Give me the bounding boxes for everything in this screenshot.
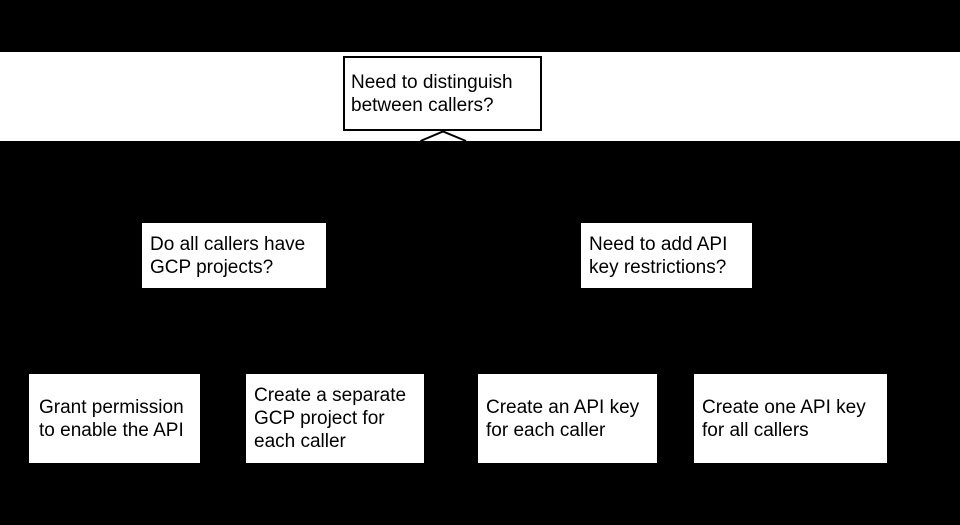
root-question-label: Need to distinguish between callers? xyxy=(351,71,513,116)
flowchart-node-outcome-grant-permission: Grant permission to enable the API xyxy=(29,374,200,463)
outcome-one-api-key-all-callers-label: Create one API key for all callers xyxy=(702,396,866,441)
flowchart-node-branch-gcp-projects: Do all callers have GCP projects? xyxy=(142,223,326,288)
branch-api-key-restrictions-label: Need to add API key restrictions? xyxy=(589,233,728,278)
flowchart-node-outcome-one-api-key-all-callers: Create one API key for all callers xyxy=(694,374,887,463)
outcome-api-key-each-caller-label: Create an API key for each caller xyxy=(486,396,640,441)
flowchart-node-outcome-separate-gcp-project: Create a separate GCP project for each c… xyxy=(246,374,424,463)
branch-gcp-projects-label: Do all callers have GCP projects? xyxy=(150,233,306,278)
outcome-separate-gcp-project-label: Create a separate GCP project for each c… xyxy=(254,385,407,452)
flowchart-node-root-question: Need to distinguish between callers? xyxy=(343,56,542,131)
flowchart-node-branch-api-key-restrictions: Need to add API key restrictions? xyxy=(581,223,752,288)
outcome-grant-permission-label: Grant permission to enable the API xyxy=(39,396,184,441)
flowchart-node-outcome-api-key-each-caller: Create an API key for each caller xyxy=(478,374,657,463)
